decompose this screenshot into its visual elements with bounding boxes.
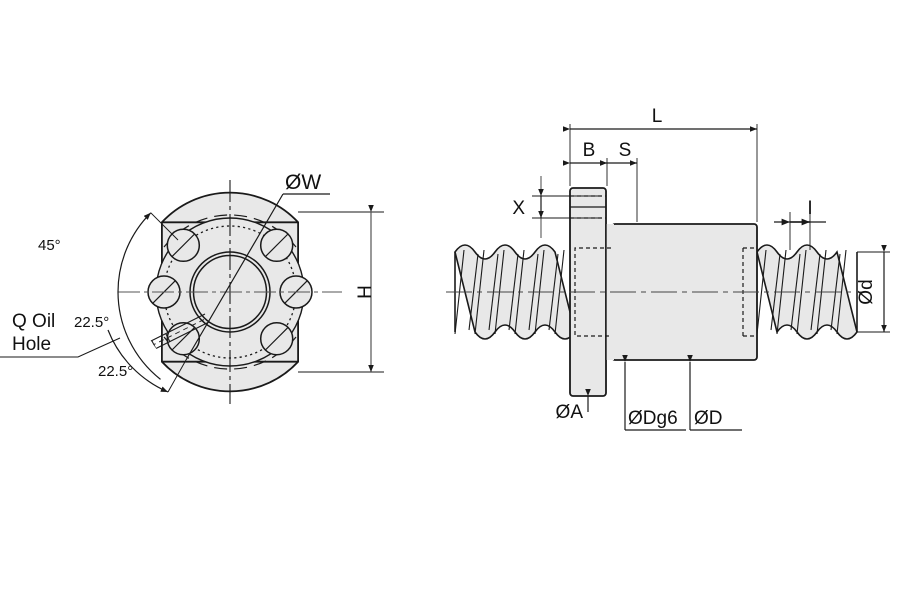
height-dimension: H	[298, 204, 384, 373]
bolt-hole	[166, 321, 201, 356]
dimension-X: X	[512, 176, 600, 238]
bolt-circle-label: ØW	[285, 171, 321, 194]
dimension-L: L	[562, 106, 758, 222]
dimension-Od-label: Ød	[856, 279, 877, 304]
right-assembly-view: L B S X I	[446, 106, 890, 431]
bolt-circle-leader-line	[185, 193, 284, 361]
dimension-I-label: I	[807, 198, 812, 219]
angle-22-5-upper-label: 22.5°	[74, 314, 109, 331]
height-label: H	[355, 285, 376, 299]
screw-shaft-left	[454, 244, 576, 340]
callout-ODg6: ØDg6	[622, 354, 686, 431]
callout-ODg6-label: ØDg6	[628, 408, 678, 429]
dimension-B-label: B	[583, 140, 596, 161]
callout-OA-label: ØA	[556, 402, 584, 423]
oil-hole-leader-line	[0, 337, 121, 358]
left-flange-view: 45° 22.5° 22.5° Q Oil Hole ØW	[0, 171, 384, 404]
dimension-I: I	[774, 198, 826, 250]
angle-22-5-lower-dimension: 22.5°	[98, 329, 187, 393]
oil-hole-label-line2: Hole	[12, 334, 51, 355]
dimension-Od: Ød	[856, 244, 890, 333]
callout-OA: ØA	[556, 388, 591, 423]
oil-hole-label-line1: Q Oil	[12, 311, 55, 332]
dimension-S-label: S	[619, 140, 632, 161]
callout-OD: ØD	[687, 354, 742, 431]
bolt-circle-callout: ØW	[185, 171, 330, 361]
centerlines	[118, 180, 342, 404]
bolt-hole	[259, 228, 294, 263]
oil-hole-callout: Q Oil Hole	[0, 311, 121, 358]
angle-45-label: 45°	[38, 237, 61, 254]
angle-22-5-lower-label: 22.5°	[98, 363, 133, 380]
dimension-B: B	[562, 140, 608, 186]
dimension-L-label: L	[652, 106, 663, 127]
angle-22-5-upper-dimension: 22.5°	[74, 291, 161, 380]
bolt-hole	[259, 321, 294, 356]
dimension-X-label: X	[512, 198, 525, 219]
callout-OD-label: ØD	[694, 408, 723, 429]
angle-45-dimension: 45°	[38, 212, 179, 293]
dimension-S: S	[599, 140, 638, 222]
